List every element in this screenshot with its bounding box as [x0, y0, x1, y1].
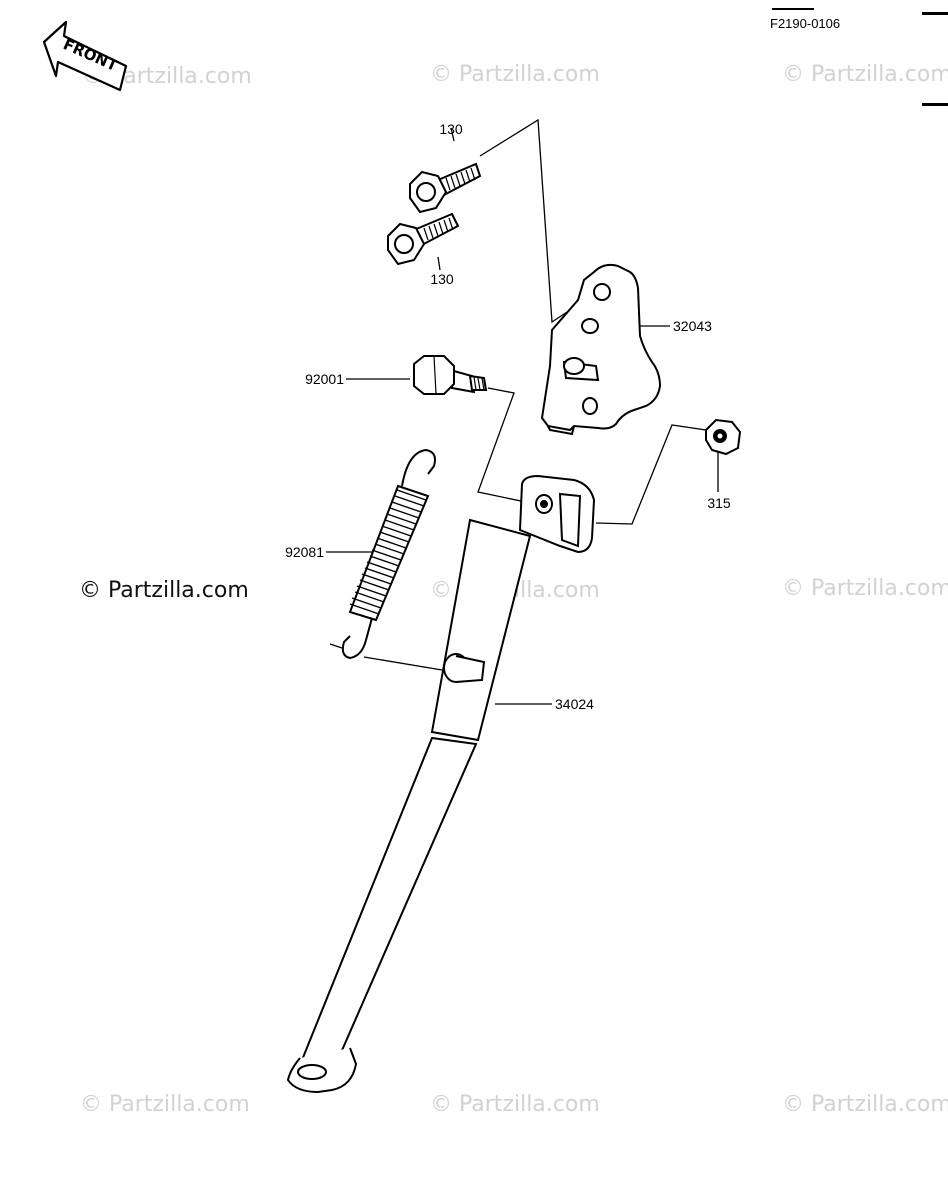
pivot-bolt-92001 — [413, 355, 488, 395]
ref-overline — [772, 8, 814, 10]
part-label: 315 — [707, 495, 731, 511]
edge-tick — [922, 12, 948, 15]
part-label: 130 — [439, 121, 463, 137]
bolt-130-upper — [409, 162, 482, 214]
part-label: 92001 — [305, 371, 344, 387]
watermark: © Partzilla.com — [782, 576, 948, 601]
part-label: 92081 — [285, 544, 324, 560]
edge-tick — [922, 103, 948, 106]
nut-315 — [705, 418, 742, 456]
ref-code: F2190-0106 — [770, 16, 841, 31]
watermark: © Partzilla.com — [782, 62, 948, 87]
part-label: 32043 — [673, 318, 712, 334]
bolt-130-lower — [387, 212, 460, 266]
bracket-32043 — [540, 263, 662, 436]
watermark: © Partzilla.com — [79, 578, 249, 603]
side-stand-34024 — [286, 474, 596, 1094]
front-arrow-icon: FRONT — [42, 20, 128, 92]
watermark: © Partzilla.com — [80, 1092, 250, 1117]
watermark: © Partzilla.com — [430, 1092, 600, 1117]
part-label: 34024 — [555, 696, 594, 712]
part-label: 130 — [430, 271, 454, 287]
watermark: © Partzilla.com — [430, 62, 600, 87]
spring-92081 — [341, 448, 436, 660]
leader-lines — [326, 118, 719, 705]
watermark: © Partzilla.com — [782, 1092, 948, 1117]
